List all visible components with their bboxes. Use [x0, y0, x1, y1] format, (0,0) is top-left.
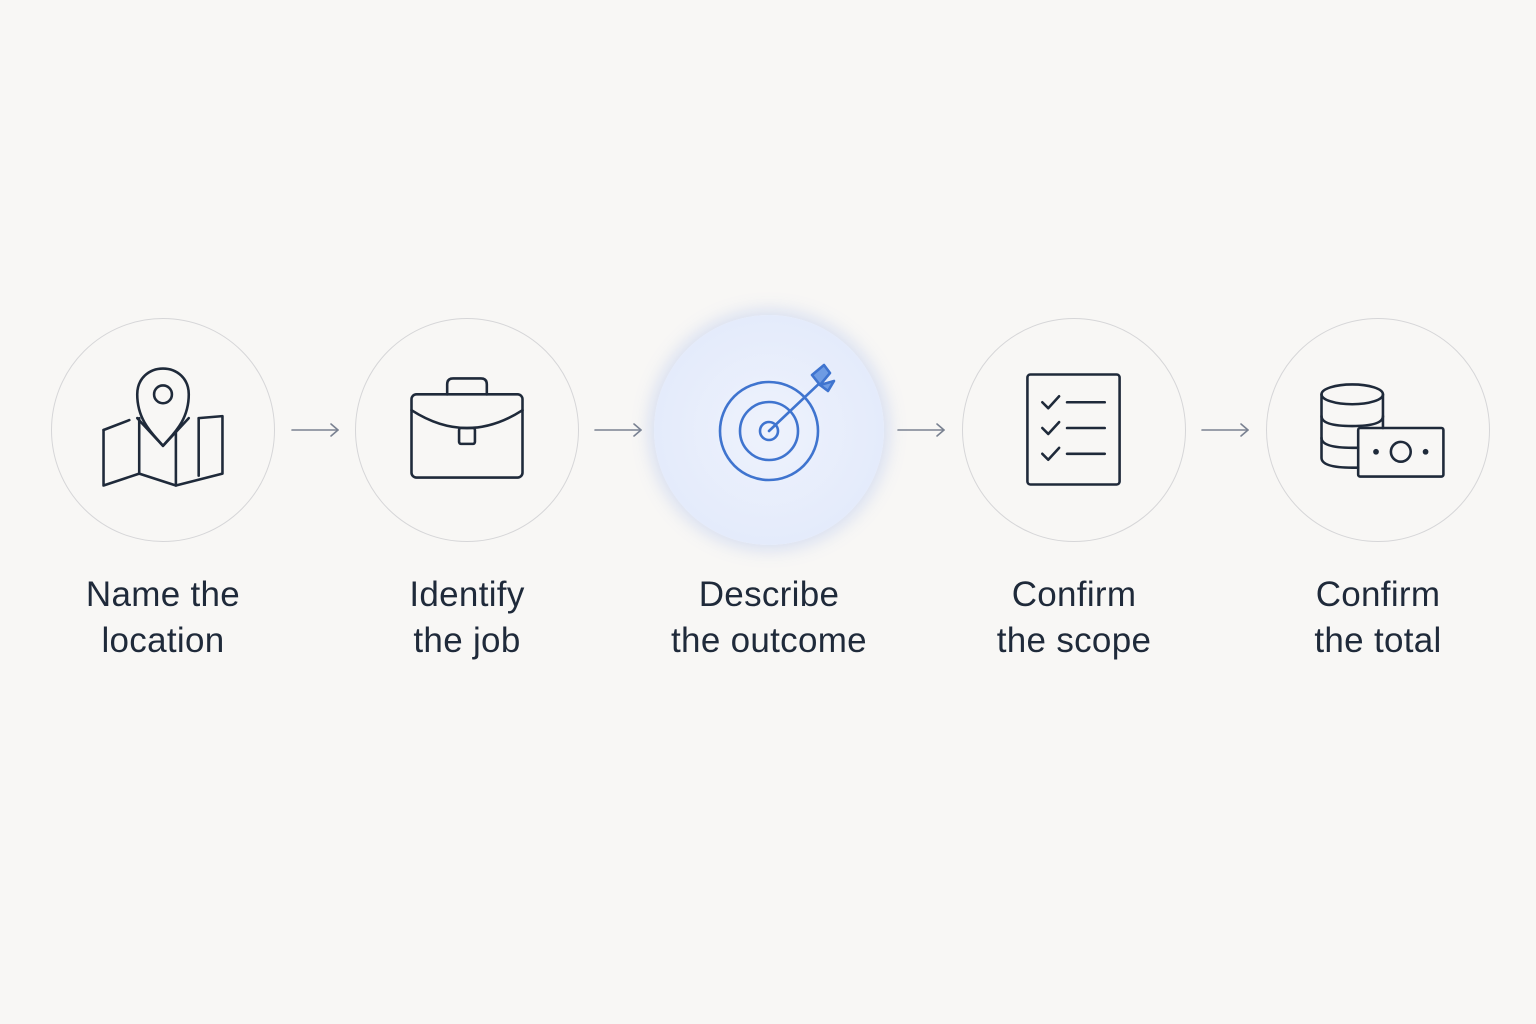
arrow-right-icon: [290, 420, 342, 440]
step-label-line: the total: [1314, 621, 1442, 660]
step-label-line: Name the: [85, 575, 241, 614]
step-label-line: Confirm: [1011, 575, 1137, 614]
step-label-scope: Confirm the scope: [924, 572, 1224, 664]
checklist-icon: [1026, 373, 1121, 486]
step-circle-scope: [962, 318, 1186, 542]
step-circle-job: [355, 318, 579, 542]
step-label-line: the job: [413, 621, 521, 660]
step-label-line: Confirm: [1315, 575, 1441, 614]
step-label-job: Identify the job: [317, 572, 617, 664]
arrow-right-icon: [1200, 420, 1252, 440]
step-circle-location: [51, 318, 275, 542]
step-label-total: Confirm the total: [1228, 572, 1528, 664]
coins-and-cash-icon: [1320, 383, 1445, 478]
step-label-outcome: Describe the outcome: [619, 572, 919, 664]
map-pin-icon: [102, 367, 224, 487]
arrow-right-icon: [896, 420, 948, 440]
step-circle-total: [1266, 318, 1490, 542]
arrow-right-icon: [593, 420, 645, 440]
step-label-line: Identify: [409, 575, 525, 614]
step-label-line: the scope: [996, 621, 1152, 660]
step-label-line: Describe: [698, 575, 840, 614]
briefcase-icon: [410, 377, 524, 479]
step-label-line: the outcome: [671, 621, 867, 660]
step-circle-outcome-active: [654, 315, 884, 545]
step-label-line: location: [101, 621, 225, 660]
target-icon: [718, 363, 836, 482]
step-label-location: Name the location: [13, 572, 313, 664]
